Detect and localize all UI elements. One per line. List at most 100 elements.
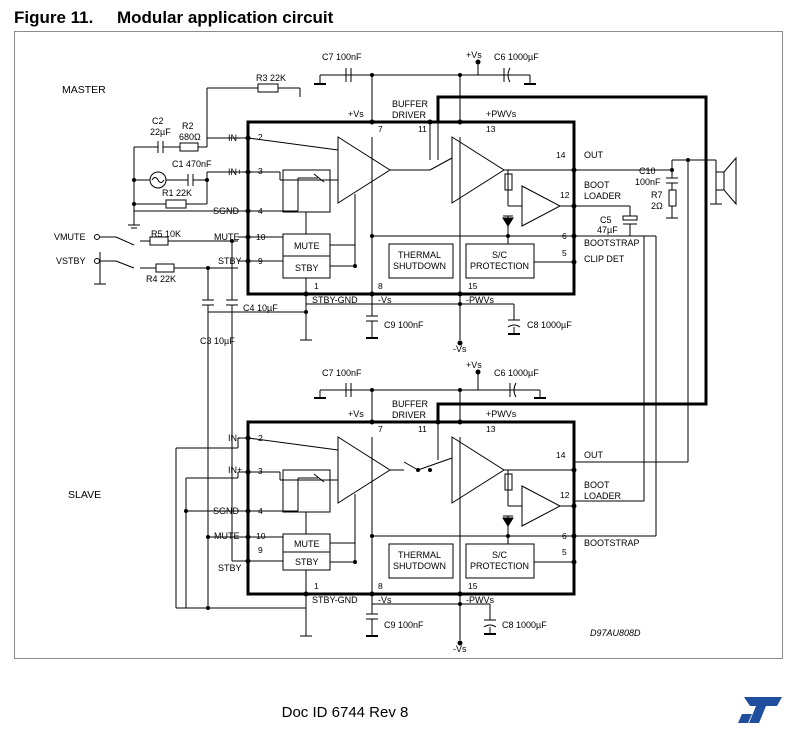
slave-vs-top-label: +Vs (466, 360, 482, 370)
slave-power-amplifier (451, 436, 505, 504)
master-pin-number: 14 (556, 150, 566, 160)
slave-pin-boot: BOOT (584, 480, 610, 490)
master-bootloader-amplifier (521, 185, 562, 227)
master-buffer-label: BUFFER (392, 99, 429, 109)
slave-pin-number: 14 (556, 450, 566, 460)
master-r4-label: R4 22K (146, 274, 176, 284)
master-pin-stby-gnd: STBY-GND (312, 295, 358, 305)
master-c8-label: C8 1000µF (527, 320, 572, 330)
slave-external-wiring (175, 312, 688, 640)
master-c4-label: C4 10µF (243, 303, 278, 313)
master-pin-number: 13 (486, 124, 496, 134)
slave-pin-loader: LOADER (584, 491, 622, 501)
slave-pin-stby-gnd: STBY-GND (312, 595, 358, 605)
master-pin-sgnd: SGND (213, 206, 240, 216)
slave-pin-number: 6 (562, 531, 567, 541)
figure-frame (14, 31, 783, 659)
slave-pin-number: 3 (258, 466, 263, 476)
master-c6-label: C6 1000µF (494, 52, 539, 62)
master-pin-number: 9 (258, 256, 263, 266)
master-r5-label: R5 10K (151, 229, 181, 239)
slave-pin-mute: MUTE (214, 531, 240, 541)
master-pin-in-plus: IN+ (228, 167, 242, 177)
master-c9-label: C9 100nF (384, 320, 424, 330)
figure-number: Figure 11. (14, 8, 94, 27)
master-pin-number: 15 (468, 281, 478, 291)
slave-thermal-shutdown-block (388, 543, 454, 579)
slave-block-shutdown: SHUTDOWN (393, 561, 446, 571)
master-c5-label: C5 (600, 215, 612, 225)
figure-caption: Modular application circuit (117, 8, 334, 27)
slave-block-sc: S/C (492, 550, 508, 560)
master-pin-boot: BOOT (584, 180, 610, 190)
slave-pin-in-minus: IN- (228, 433, 240, 443)
master-sc-protection-block (465, 243, 535, 279)
master-pin-number: 7 (378, 124, 383, 134)
slave-input-amplifier (337, 436, 391, 504)
slave-pin-number: 10 (256, 531, 266, 541)
slave-pin-number: 11 (418, 424, 427, 434)
slave-pin-number: 7 (378, 424, 383, 434)
section-label-master: MASTER (62, 84, 106, 96)
slave-pin-pos-pwvs: +PWVs (486, 409, 517, 419)
master-block-mute: MUTE (294, 241, 320, 251)
section-label-slave: SLAVE (68, 489, 101, 501)
slave-driver-label: DRIVER (392, 410, 427, 420)
master-r7-value: 2Ω (651, 201, 663, 211)
master-pin-number: 3 (258, 166, 263, 176)
master-power-amplifier (451, 136, 505, 204)
master-external-wiring (94, 62, 737, 608)
slave-block-protection: PROTECTION (470, 561, 529, 571)
master-driver-label: DRIVER (392, 110, 427, 120)
master-input-amplifier (337, 136, 391, 204)
master-block-sc: S/C (492, 250, 508, 260)
document-id: Doc ID 6744 Rev 8 (281, 704, 409, 721)
master-pin-number: 4 (258, 206, 263, 216)
master-pin-stby: STBY (218, 256, 242, 266)
master-block-protection: PROTECTION (470, 261, 529, 271)
master-pin-bootstrap: BOOTSTRAP (584, 238, 640, 248)
slave-block-mute: MUTE (294, 539, 320, 549)
master-vs-top-label: +Vs (466, 50, 482, 60)
slave-pin-number: 4 (258, 506, 263, 516)
speaker (715, 171, 725, 191)
master-c1-label: C1 470nF (172, 159, 212, 169)
master-r7-label: R7 (651, 190, 663, 200)
slave-sc-protection-block (465, 543, 535, 579)
master-c10-value: 100nF (635, 177, 661, 187)
master-block-stby: STBY (295, 263, 319, 273)
master-internal-resistor (504, 173, 513, 191)
slave-buffer-label: BUFFER (392, 399, 429, 409)
master-pin-neg-pwvs: -PWVs (466, 295, 494, 305)
master-pin-number: 2 (258, 132, 263, 142)
slave-vs-bottom-label: -Vs (453, 644, 467, 654)
master-c10-label: C10 (639, 166, 656, 176)
ground-symbols (314, 83, 546, 637)
master-block-shutdown: SHUTDOWN (393, 261, 446, 271)
slave-c6-label: C6 1000µF (494, 368, 539, 378)
slave-block-stby: STBY (295, 557, 319, 567)
master-r1-label: R1 22K (162, 188, 192, 198)
master-pin-number: 1 (314, 281, 319, 291)
master-pin-number: 6 (562, 231, 567, 241)
slave-pin-sgnd: SGND (213, 506, 240, 516)
vmute-label: VMUTE (54, 232, 86, 242)
slave-pin-number: 5 (562, 547, 567, 557)
master-pin-pos-vs: +Vs (348, 109, 364, 119)
master-vs-bottom-label: -Vs (453, 344, 467, 354)
slave-pin-number: 9 (258, 545, 263, 555)
slave-pin-number: 8 (378, 581, 383, 591)
slave-pin-neg-vs: -Vs (378, 595, 392, 605)
master-internal-diode (502, 217, 514, 227)
vstby-label: VSTBY (56, 256, 86, 266)
master-pin-out: OUT (584, 150, 604, 160)
slave-pin-stby: STBY (218, 563, 242, 573)
bridge-connection (436, 95, 708, 420)
master-pin-in-minus: IN- (228, 133, 240, 143)
slave-pin-number: 1 (314, 581, 319, 591)
master-pin-number: 11 (418, 124, 427, 134)
master-pin-loader: LOADER (584, 191, 622, 201)
slave-pin-neg-pwvs: -PWVs (466, 595, 494, 605)
master-pin-number: 8 (378, 281, 383, 291)
